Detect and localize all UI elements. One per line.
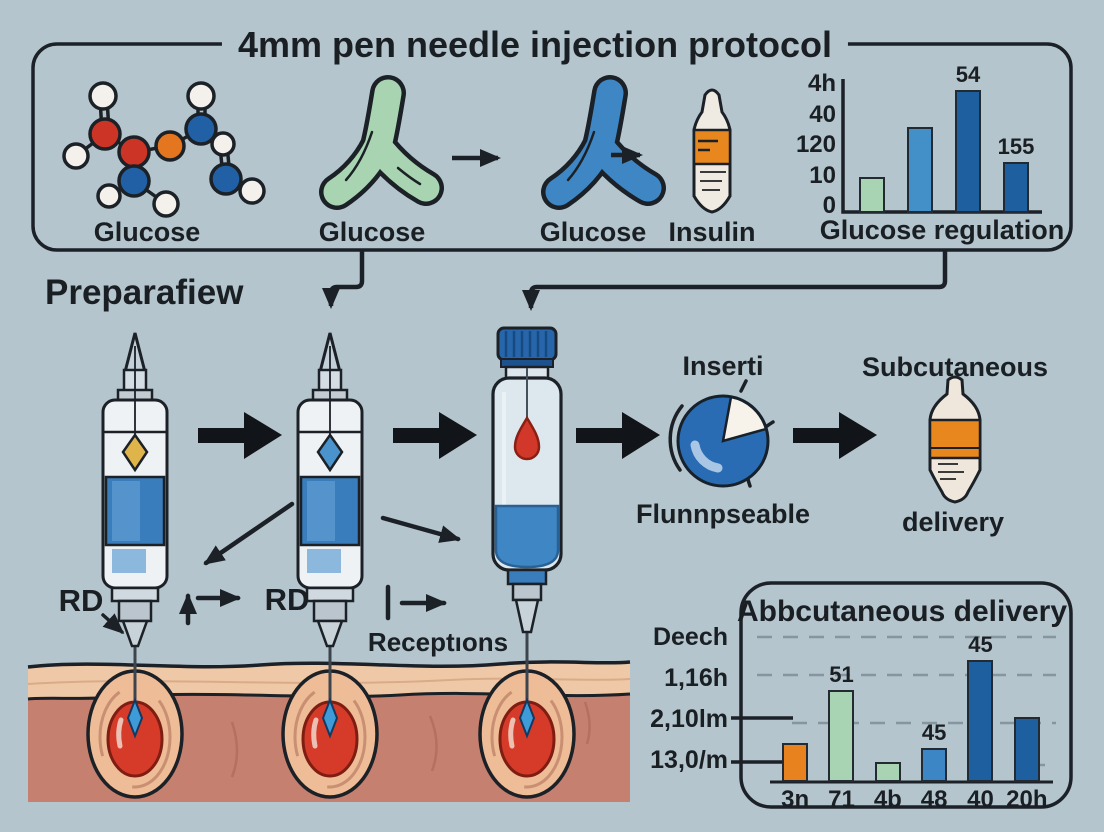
- ampoule-caption: delivery: [901, 507, 1005, 537]
- bar: [782, 743, 809, 782]
- glucose-molecule-icon: [62, 81, 266, 218]
- needle-tip-1: [126, 697, 144, 739]
- tick-label: 40: [967, 786, 994, 813]
- molecule-label: Glucose: [93, 217, 201, 247]
- rd-right-label: RD: [264, 582, 310, 617]
- dial-caption: Flunnpseable: [635, 499, 811, 529]
- glucose-chart-bars: 54 155: [848, 62, 1040, 213]
- bar-value-label: 45: [968, 632, 993, 657]
- insulin-cartridge-icon: [692, 88, 732, 214]
- bar: [921, 748, 948, 782]
- needle-tip-3: [518, 697, 536, 739]
- vial-dropper: [491, 326, 563, 704]
- bar-column: 51: [818, 662, 864, 782]
- bar-value-label: 51: [829, 662, 854, 687]
- tick-label: 13,0/m: [650, 746, 728, 774]
- flow-arrows: [198, 412, 877, 459]
- bar-value-label: 54: [955, 62, 981, 87]
- delivery-chart-bars: 51 45 45: [772, 632, 1050, 782]
- ampoule-title: Subcutaneous: [861, 352, 1049, 382]
- absorption-dial-icon: [668, 379, 775, 488]
- delivery-ampoule-icon: [928, 375, 982, 504]
- delivery-chart-title: Abbcutaneous delivery: [736, 595, 1068, 628]
- tick-label: 20h: [1006, 786, 1048, 813]
- tick-label: 48: [920, 786, 948, 813]
- bar: [828, 690, 855, 782]
- delivery-chart-x-labels: 3n 71 4b 48 40 20h: [772, 786, 1050, 814]
- receptions-label: Receptıons: [367, 627, 509, 657]
- bar: [1013, 717, 1040, 782]
- needle-tip-2: [321, 697, 339, 739]
- insulin-label: Insulin: [668, 217, 756, 247]
- connector-to-pen: [322, 251, 365, 309]
- bar-column: 45: [957, 632, 1003, 782]
- bar-value-label: 155: [997, 134, 1035, 159]
- tick-label: 4b: [873, 786, 902, 813]
- glucose-chart-xlabel: Glucose regulation: [819, 215, 1065, 245]
- bar-column: [896, 99, 944, 213]
- bar-column: 155: [992, 134, 1040, 213]
- bar-column: [772, 715, 818, 782]
- bar-column: 45: [911, 720, 957, 782]
- delivery-chart-frame: [731, 581, 1073, 809]
- bar-column: 54: [944, 62, 992, 213]
- tick-label: 120: [795, 131, 836, 158]
- connector-to-vial: [522, 251, 948, 311]
- delivery-chart-y-labels: Deech 1,16h 2,10lm 13,0/m: [636, 623, 728, 775]
- tick-label: Deech: [652, 623, 728, 651]
- insulin-pen-2: [296, 332, 364, 704]
- tick-label: 4h: [807, 70, 836, 97]
- bar: [907, 127, 933, 213]
- receptor-green-label: Glucose: [318, 217, 426, 247]
- bar: [955, 90, 981, 213]
- rd-left-label: RD: [58, 583, 104, 618]
- bar: [1003, 162, 1029, 213]
- annotation-arrows: [101, 501, 461, 635]
- dial-title: Inserti: [682, 351, 764, 381]
- section-heading: Preparafiew: [45, 273, 244, 312]
- bar-column: [865, 734, 911, 782]
- tick-label: 2,10lm: [650, 705, 728, 733]
- bar-column: [1004, 689, 1050, 782]
- tick-label: 40: [809, 100, 836, 128]
- insulin-pen-1: [101, 332, 169, 704]
- main-title: 4mm pen needle injection protocol: [221, 25, 849, 65]
- tick-label: 0: [822, 192, 836, 219]
- tick-label: 1,16h: [664, 664, 728, 692]
- bar: [859, 177, 885, 213]
- glucose-chart-y-labels: 4h 40 120 10 0: [780, 70, 836, 220]
- bar-value-label: 45: [921, 720, 947, 745]
- receptor-green-icon: [319, 75, 444, 210]
- tick-label: 10: [809, 161, 836, 189]
- bar: [874, 762, 901, 782]
- receptor-blue-label: Glucose: [539, 217, 647, 247]
- receptor-blue-icon: [541, 75, 666, 210]
- tick-label: 3n: [781, 786, 810, 813]
- tick-label: 71: [828, 786, 855, 813]
- bar: [967, 660, 994, 782]
- bar-column: [848, 149, 896, 213]
